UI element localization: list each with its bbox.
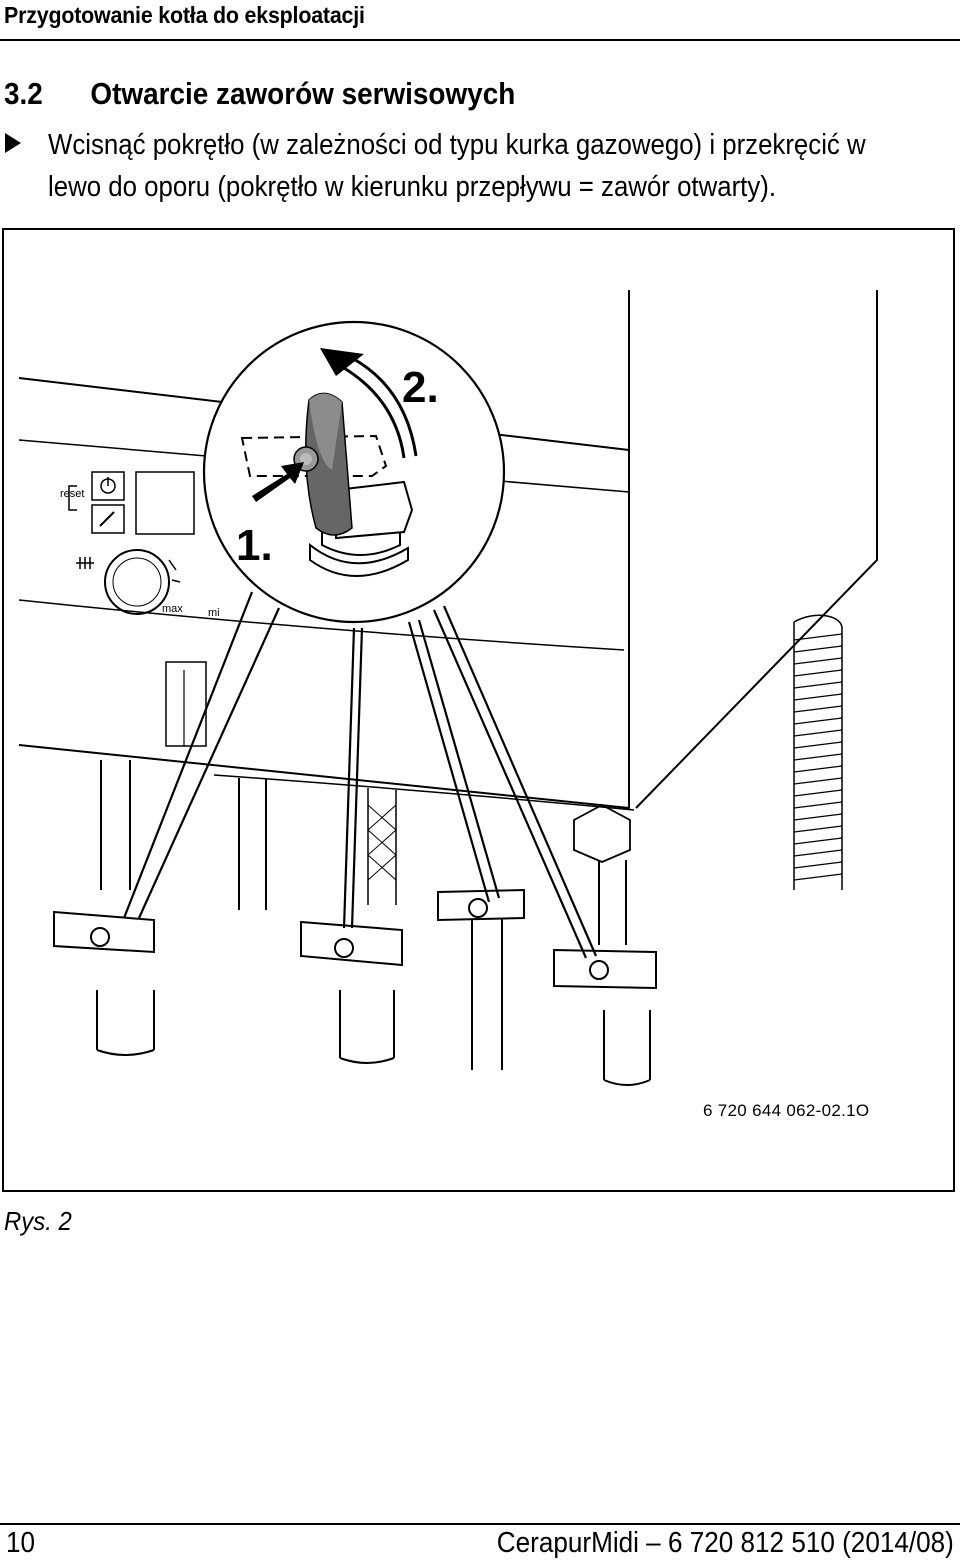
section-number: 3.2 — [4, 76, 43, 111]
page-number: 10 — [6, 1527, 36, 1559]
boiler-bottom-edge — [18, 744, 630, 809]
flexible-hose — [793, 614, 843, 890]
boiler-side-edge — [635, 290, 878, 809]
valve-handle-4 — [553, 948, 657, 990]
pipe-4 — [598, 860, 651, 1086]
magnified-inset: 1. 2. — [202, 320, 506, 624]
footer-rule — [0, 1523, 960, 1525]
running-header: Przygotowanie kotła do eksploatacji — [4, 2, 365, 28]
max-label: max — [162, 603, 183, 615]
boiler-valves-illustration: 1. 2. reset max mi — [18, 290, 878, 1086]
service-button — [91, 504, 125, 534]
rotate-arrow-icon — [320, 348, 364, 376]
triangle-right-icon — [5, 133, 21, 153]
push-arrow-icon — [252, 462, 304, 502]
valve-handle-1 — [53, 910, 155, 954]
pipe-1 — [96, 760, 155, 1056]
header-rule — [0, 39, 960, 41]
radiator-icon — [76, 557, 94, 569]
wrench-icon — [99, 511, 115, 527]
panel-handle — [165, 661, 207, 747]
valve-handle-3 — [437, 888, 525, 922]
display-window — [135, 471, 195, 535]
section-heading: 3.2 Otwarcie zaworów serwisowych — [4, 76, 515, 112]
gas-valve-nut — [573, 803, 631, 863]
braided-hose — [367, 788, 397, 905]
min-label-partial: mi — [208, 607, 220, 619]
valve-handle-2 — [300, 920, 403, 967]
pipe-2 — [238, 778, 395, 1064]
document-reference: CerapurMidi – 6 720 812 510 (2014/08) — [496, 1527, 954, 1559]
instruction-text: Wcisnąć pokrętło (w zależności od typu k… — [48, 129, 866, 203]
figure-caption: Rys. 2 — [4, 1206, 72, 1236]
section-title: Otwarcie zaworów serwisowych — [90, 76, 516, 111]
figure-code: 6 720 644 062-02.1O — [703, 1101, 870, 1120]
figure-frame: 1. 2. reset max mi — [2, 228, 955, 1192]
pipe-3 — [471, 910, 503, 1070]
step-2-label: 2. — [402, 363, 439, 412]
callout-lines — [122, 591, 598, 959]
reset-label: reset — [60, 488, 84, 500]
temperature-knob — [104, 549, 170, 615]
step-1-label: 1. — [236, 521, 273, 570]
power-button — [91, 471, 125, 501]
control-panel-bottom — [18, 599, 625, 651]
handle-turned-position — [240, 434, 388, 477]
